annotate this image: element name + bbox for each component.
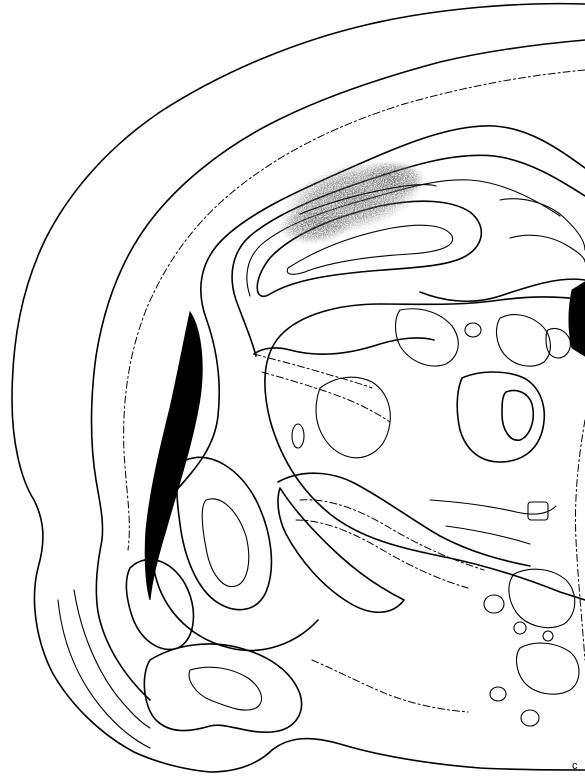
thalamic-nucleus-e — [497, 315, 551, 367]
subiculum-fold — [500, 199, 585, 250]
hypothalamic-nucleus-e — [543, 631, 553, 641]
cerebral-peduncle — [278, 473, 530, 566]
temporal-fold-1 — [177, 457, 272, 609]
lateral-ventricle — [145, 312, 202, 600]
midline-boundary — [575, 420, 585, 660]
thalamic-nucleus-b — [457, 372, 544, 462]
mammillothalamic-tract — [465, 323, 481, 337]
hypothalamic-nucleus-b — [517, 643, 579, 694]
hypothalamic-nucleus-c — [484, 595, 504, 613]
lesion-overlay — [274, 148, 430, 251]
cortical-layer-line — [124, 70, 585, 550]
cortex-outer-outline — [12, 4, 585, 772]
thalamic-nucleus-a — [316, 377, 390, 458]
subiculum-fold-2 — [510, 235, 585, 262]
temporal-fold-2 — [126, 559, 193, 649]
internal-capsule-2 — [262, 372, 390, 422]
internal-capsule-1 — [254, 354, 372, 388]
piriform-layer-2 — [74, 590, 150, 728]
hypothalamic-nucleus-d — [514, 622, 526, 634]
hypothalamic-nucleus-a — [509, 569, 575, 627]
thalamus-boundary — [265, 297, 585, 600]
piriform-layer — [58, 600, 150, 748]
optic-tract — [254, 338, 434, 354]
ventral-band-2 — [446, 526, 530, 544]
peduncle-inner-2 — [296, 520, 468, 588]
amygdala-inner — [189, 667, 261, 710]
small-nucleus-box — [528, 502, 548, 520]
third-ventricle-wedge — [569, 282, 585, 356]
substantia-nigra — [278, 488, 404, 612]
thalamic-nucleus-c — [502, 391, 533, 441]
temporal-fold-1-inner — [202, 499, 249, 587]
hypothalamic-nucleus-g — [521, 710, 539, 726]
thalamic-nucleus-f — [546, 328, 570, 358]
thalamic-nucleus-d — [396, 309, 459, 366]
ventral-cortex-line — [312, 660, 468, 712]
fasciculus-small — [292, 424, 304, 448]
corner-mark-label: c — [572, 760, 578, 772]
amygdala-region — [144, 644, 301, 732]
hypothalamic-nucleus-f — [490, 687, 506, 701]
